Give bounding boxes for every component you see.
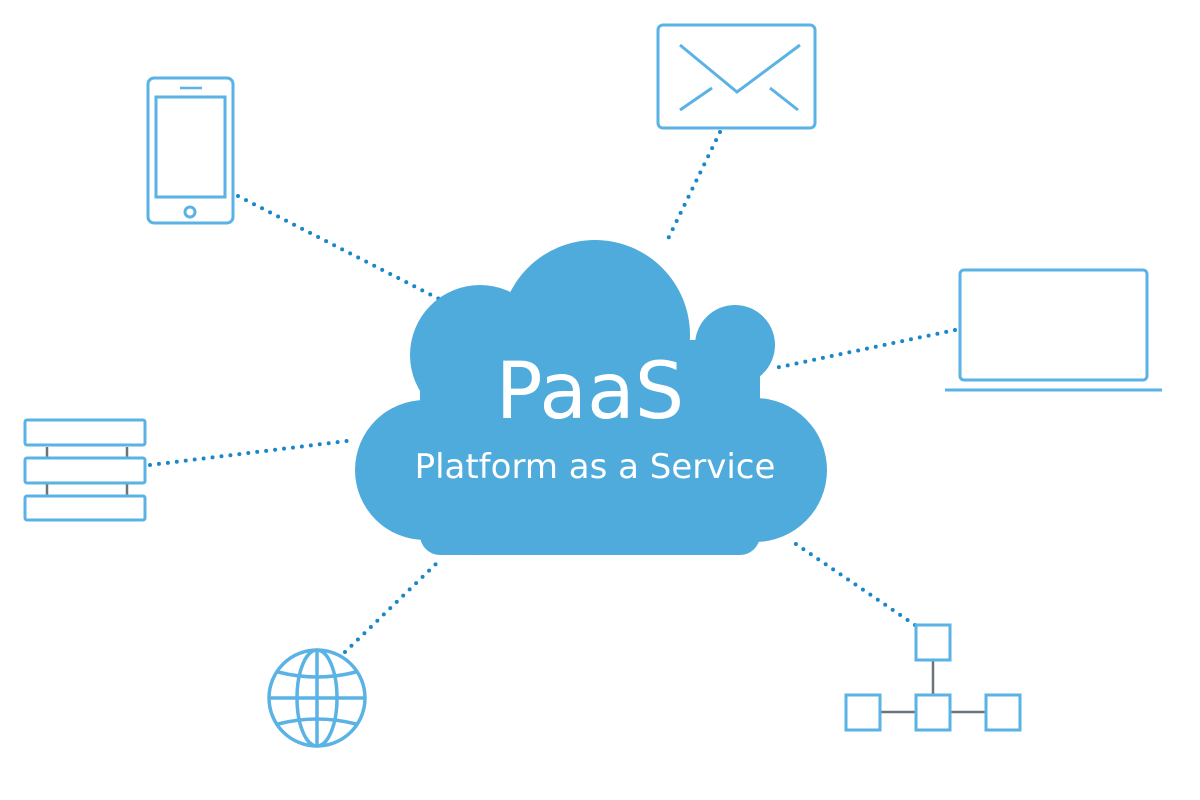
globe-icon bbox=[267, 648, 367, 748]
connectors bbox=[148, 130, 957, 654]
server-stack-icon bbox=[23, 418, 147, 522]
cloud-title: PaaS bbox=[496, 347, 685, 437]
cloud bbox=[355, 240, 827, 555]
mobile-phone-icon bbox=[146, 76, 235, 225]
connector-phone bbox=[236, 194, 447, 304]
connector-email bbox=[663, 130, 722, 247]
connector-globe bbox=[343, 558, 442, 654]
laptop-icon bbox=[945, 268, 1162, 392]
network-icon bbox=[844, 623, 1022, 732]
cloud-subtitle: Platform as a Service bbox=[415, 447, 776, 487]
envelope-icon bbox=[656, 23, 817, 130]
connector-network bbox=[788, 538, 917, 627]
connector-laptop bbox=[773, 328, 957, 370]
connector-server bbox=[148, 438, 357, 467]
